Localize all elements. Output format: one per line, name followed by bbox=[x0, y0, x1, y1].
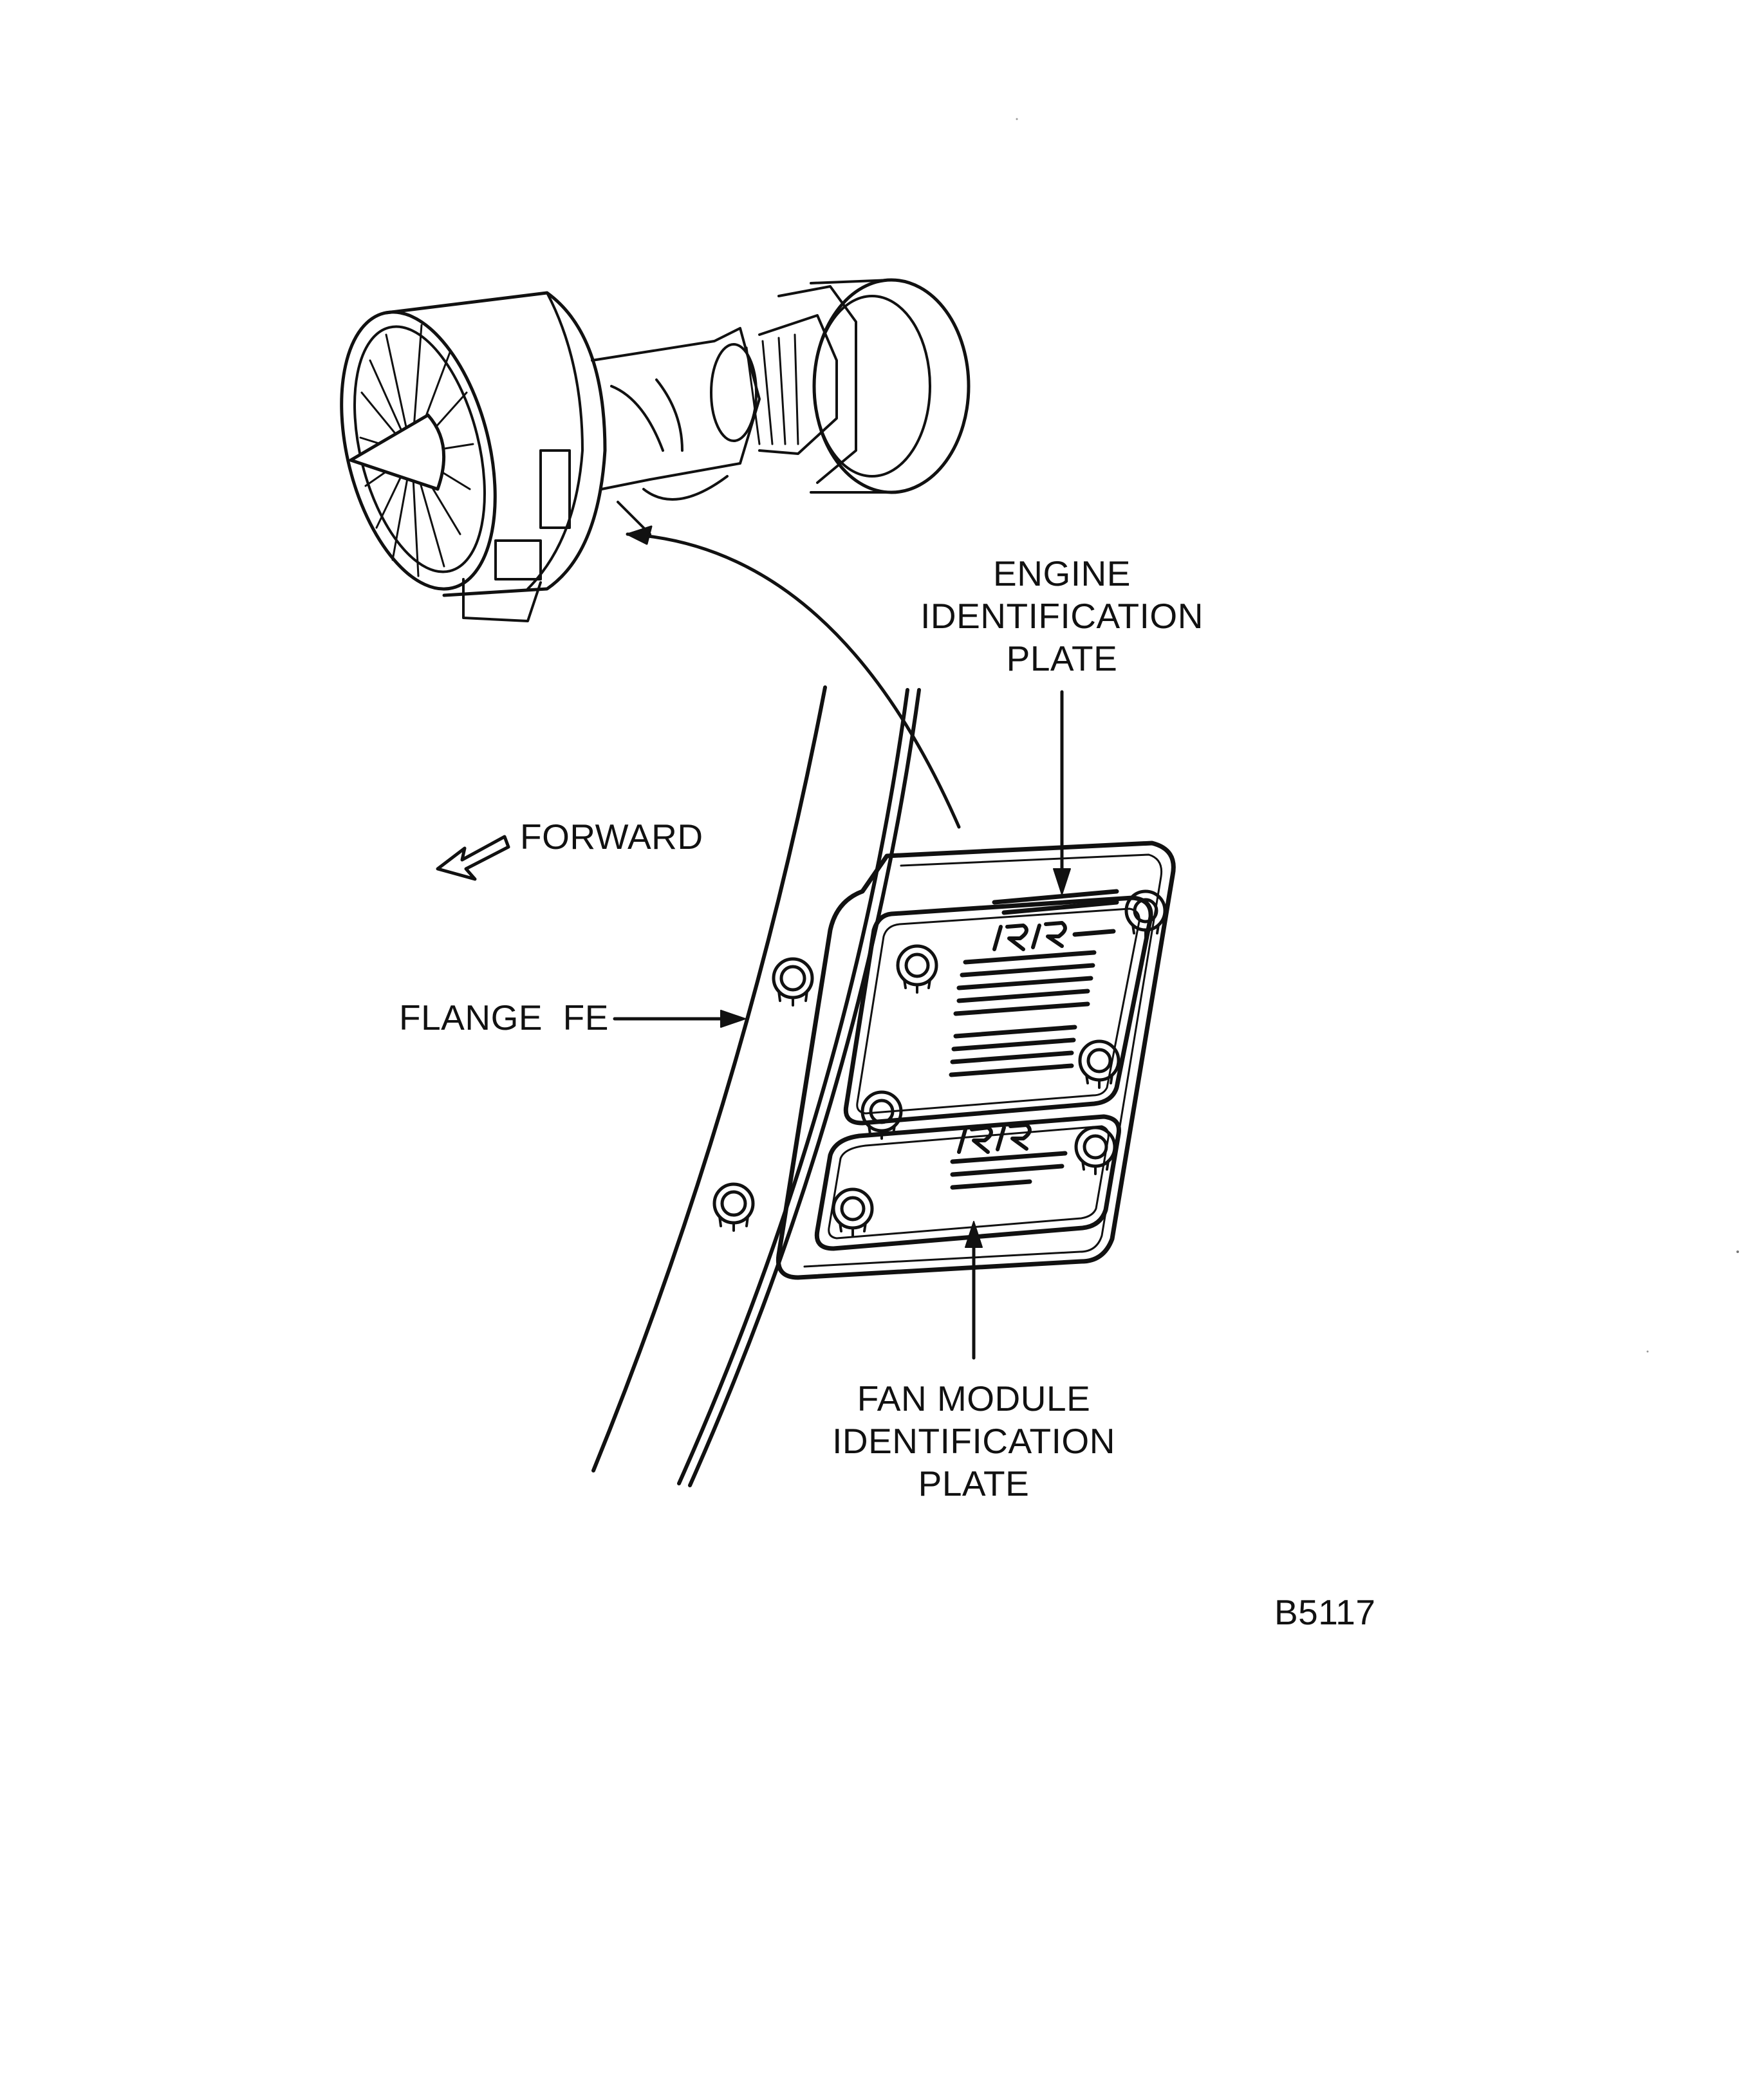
plate-nut bbox=[1078, 1039, 1120, 1089]
spinner-cone bbox=[349, 413, 446, 491]
flange-fe bbox=[591, 685, 921, 1487]
forward-label: FORWARD bbox=[520, 817, 703, 857]
engine-plate-label-line-1: ENGINE bbox=[993, 553, 1131, 593]
fan-plate-label-line-3: PLATE bbox=[918, 1463, 1030, 1503]
plate-text-lines bbox=[950, 1151, 1068, 1190]
figure-id: B5117 bbox=[1274, 1592, 1376, 1632]
fan-module-identification-plate bbox=[814, 1114, 1122, 1251]
fan-plate-label-line-1: FAN MODULE bbox=[857, 1379, 1091, 1418]
location-pointer-arrowhead bbox=[626, 525, 653, 545]
location-pointer-line bbox=[626, 532, 961, 829]
fan-plate-label-line-2: IDENTIFICATION bbox=[832, 1421, 1115, 1461]
plate-nut bbox=[832, 1187, 874, 1237]
engine-plate-label: ENGINE IDENTIFICATION PLATE bbox=[920, 552, 1204, 680]
engine-plate-pointer-arrowhead bbox=[1053, 868, 1071, 895]
core-ribs bbox=[745, 333, 799, 445]
engine-plate-label-line-3: PLATE bbox=[1006, 638, 1118, 678]
engine-identification-plate bbox=[843, 889, 1167, 1140]
fan-module-plate-label: FAN MODULE IDENTIFICATION PLATE bbox=[832, 1377, 1115, 1505]
flange-label: FLANGE FE bbox=[399, 998, 609, 1037]
plate-nut bbox=[1124, 889, 1167, 939]
scan-speck bbox=[1736, 1250, 1739, 1253]
plate-nut bbox=[896, 944, 938, 994]
engine-plate-label-line-2: IDENTIFICATION bbox=[920, 596, 1204, 636]
engine-illustration bbox=[340, 278, 971, 622]
rolls-royce-logo-icon bbox=[957, 1123, 1032, 1154]
fan-plate-pointer-arrowhead bbox=[965, 1221, 983, 1248]
mounting-plate bbox=[776, 841, 1176, 1280]
scan-speck bbox=[1016, 118, 1018, 120]
plate-nut bbox=[1074, 1126, 1117, 1175]
flange-bolt bbox=[712, 1182, 755, 1232]
scan-speck bbox=[1646, 1350, 1649, 1353]
flange-bolt bbox=[772, 957, 814, 1007]
plate-text-lines bbox=[949, 889, 1119, 1077]
flange-pointer-arrowhead bbox=[720, 1010, 746, 1028]
forward-arrow-icon bbox=[436, 835, 510, 881]
rolls-royce-logo-icon bbox=[992, 921, 1067, 951]
